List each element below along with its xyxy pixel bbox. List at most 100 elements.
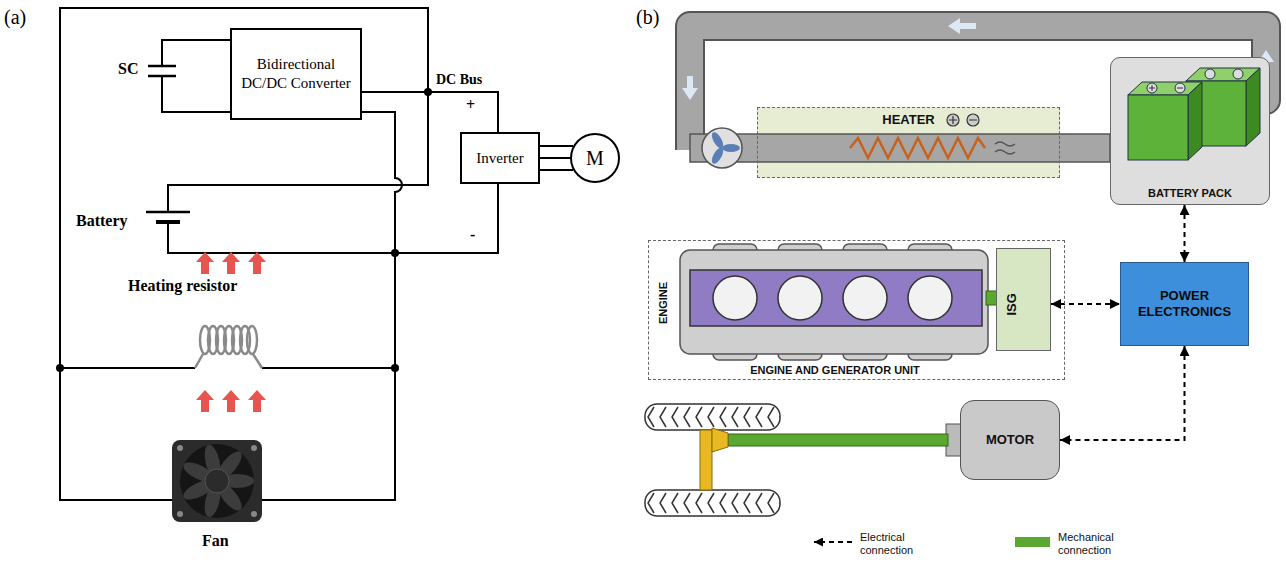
converter-box: Bidirectional DC/DC Converter: [230, 28, 362, 120]
junction-dot: [56, 364, 64, 372]
motor-box: MOTOR: [960, 400, 1060, 480]
heat-arrow: [248, 252, 266, 274]
heater-fan: [722, 144, 740, 152]
fan-icon: [177, 511, 183, 517]
battery-pack-fill: [1110, 57, 1270, 205]
circuit-wire: [60, 8, 428, 500]
panel-label: (a): [4, 6, 26, 29]
heat-arrow: [222, 252, 240, 274]
panel-label: (b): [636, 6, 659, 29]
wire: [540, 146, 573, 170]
connector-line: [540, 145, 573, 147]
wheel: [645, 404, 780, 430]
heating-coil: [850, 138, 985, 158]
resistor-symbol: [195, 326, 262, 368]
circuit-wire: [162, 40, 230, 66]
polarity-sign: -: [470, 226, 475, 244]
battery-symbol: [156, 220, 180, 224]
battery-cell: [1188, 82, 1202, 160]
battery-cell: [1149, 85, 1183, 91]
engine-label: ENGINE: [657, 282, 670, 324]
heat-arrow: [248, 390, 266, 412]
resistor-symbol: [253, 354, 262, 368]
junction-dot: [56, 88, 432, 372]
legend-text: Electrical connection: [860, 531, 928, 557]
circuit-wire: [60, 367, 195, 369]
group-title: ENGINE AND GENERATOR UNIT: [679, 364, 991, 377]
heater-fan: [702, 128, 742, 168]
junction-dot: [391, 364, 399, 372]
box-title: BATTERY PACK: [1111, 187, 1269, 200]
circuit-wire: [262, 367, 395, 369]
capacitor-symbol: [148, 65, 176, 68]
heat-arrow: [196, 252, 214, 274]
component-label: Fan: [202, 532, 229, 550]
legend-text: Mechanical connection: [1058, 531, 1136, 557]
terminal-symbol: [949, 116, 977, 124]
resistor-symbol: [195, 354, 203, 368]
circuit-wire: [168, 222, 395, 253]
fan-icon: [172, 440, 262, 522]
wheel: [645, 490, 780, 516]
drive-shaft: [728, 434, 948, 446]
electrical-connection: [1184, 205, 1185, 262]
box-title: HEATER: [758, 112, 1059, 128]
motor-symbol: M: [570, 133, 620, 183]
circuit-wire: [262, 112, 402, 500]
flow-arrow: [682, 76, 698, 100]
bus-label: DC Bus: [436, 72, 482, 88]
engine-block: [843, 276, 887, 320]
flow-arrow: [948, 18, 976, 34]
fan-icon: [181, 443, 254, 518]
battery-cell: [1246, 68, 1260, 146]
component-label: Battery: [76, 212, 128, 230]
isg-box: ISG: [996, 248, 1051, 351]
symbol-label: M: [586, 148, 604, 168]
bevel-gear: [712, 428, 728, 452]
heater-box: HEATER: [757, 107, 1060, 178]
battery-symbol: [146, 211, 190, 214]
fan-icon: [251, 445, 257, 451]
heater-pipe: [690, 134, 1110, 162]
heat-arrow: [222, 390, 240, 412]
connector-line: [540, 169, 573, 171]
capacitor-symbol: [148, 66, 176, 76]
fan-icon: [251, 511, 257, 517]
connector-line: [1060, 346, 1185, 440]
wheel: [645, 490, 780, 516]
box-label: POWER ELECTRONICS: [1127, 288, 1242, 321]
box-label: Bidirectional DC/DC Converter: [240, 55, 352, 93]
heater-fan: [710, 146, 726, 166]
box-label: MOTOR: [986, 432, 1034, 448]
polarity-sign: +: [466, 96, 475, 114]
heat-arrow: [196, 252, 266, 412]
wheel: [645, 404, 780, 430]
component-label: SC: [118, 60, 138, 78]
circuit-wire: [162, 76, 230, 112]
battery-cell: [1128, 95, 1188, 160]
battery-pack-box: BATTERY PACK: [1110, 57, 1270, 205]
circuit-wire: [60, 8, 498, 500]
wheel: [645, 404, 780, 516]
junction-dot: [391, 249, 399, 257]
fan-icon: [205, 469, 229, 493]
engine-generator-unit: ENGINE ENGINE AND GENERATOR UNIT ISG: [648, 240, 1065, 380]
engine-block: [778, 276, 822, 320]
engine-block: [690, 270, 982, 326]
battery-cell: [1128, 68, 1260, 160]
heat-wave: [995, 142, 1015, 154]
heater-fan: [710, 130, 726, 150]
engine-block: [713, 276, 757, 320]
connector-line: [1051, 303, 1120, 305]
circuit-wire: [395, 184, 498, 253]
electrical-connection: [1060, 346, 1185, 440]
junction-dot: [424, 88, 432, 96]
battery-cell: [1233, 69, 1243, 79]
resistor-symbol: [247, 326, 257, 354]
legend-swatch: [1015, 537, 1050, 547]
electrical-connection: [1051, 304, 1120, 305]
heater-fan: [710, 130, 740, 165]
engine-block: [908, 276, 952, 320]
fan-icon: [180, 444, 254, 518]
